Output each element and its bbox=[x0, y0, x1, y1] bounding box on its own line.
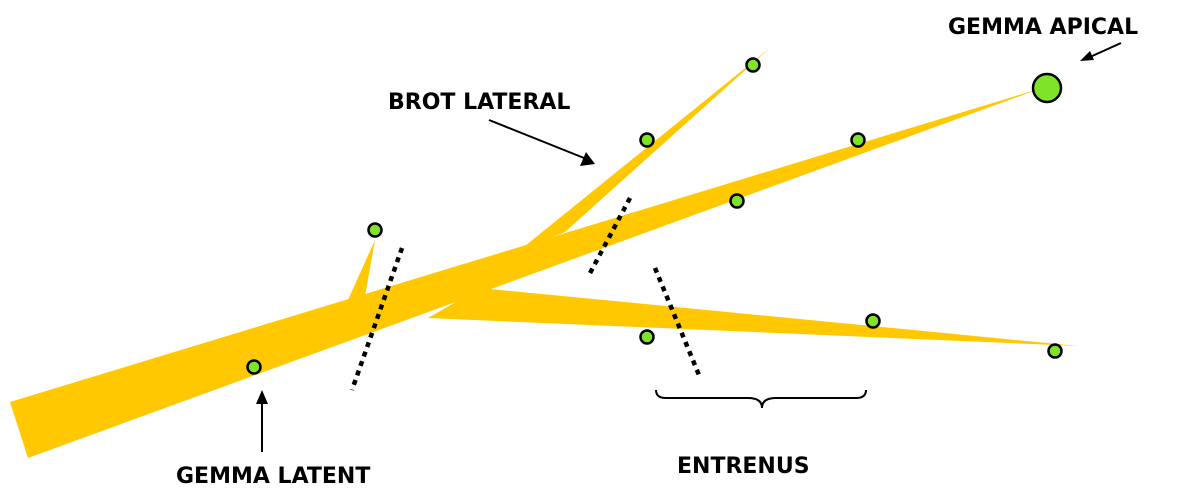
text-labels: GEMMA APICAL BROT LATERAL GEMMA LATENT E… bbox=[176, 15, 1138, 489]
bud bbox=[367, 222, 383, 238]
cut-line-2 bbox=[587, 196, 632, 277]
internode-label: ENTRENUS bbox=[677, 454, 810, 479]
bud bbox=[745, 57, 761, 73]
latent-bud bbox=[246, 359, 262, 375]
lateral-branch-lower bbox=[428, 288, 1078, 346]
internode-brace bbox=[655, 389, 867, 409]
lateral-arrow-head bbox=[580, 152, 595, 166]
bud bbox=[639, 132, 655, 148]
stem-structure bbox=[10, 48, 1078, 458]
annotations bbox=[256, 42, 1122, 452]
lateral-spur bbox=[348, 240, 375, 300]
main-stem bbox=[10, 88, 1042, 458]
lateral-shoot-label: BROT LATERAL bbox=[388, 90, 570, 115]
bud bbox=[639, 329, 655, 345]
bud bbox=[865, 313, 881, 329]
bud bbox=[850, 132, 866, 148]
apical-arrow-head bbox=[1080, 51, 1094, 61]
bud bbox=[1047, 343, 1063, 359]
bud bbox=[729, 193, 745, 209]
buds bbox=[246, 57, 1063, 375]
lateral-shoot-upper bbox=[520, 48, 770, 250]
internode-cut-lines bbox=[349, 196, 702, 391]
latent-arrow-head bbox=[256, 390, 268, 404]
latent-bud-label: GEMMA LATENT bbox=[176, 464, 370, 489]
apical-bud bbox=[1031, 72, 1063, 104]
apical-bud-label: GEMMA APICAL bbox=[948, 15, 1138, 40]
lateral-arrow-line bbox=[488, 119, 585, 159]
apical-arrow-line bbox=[1089, 42, 1122, 58]
